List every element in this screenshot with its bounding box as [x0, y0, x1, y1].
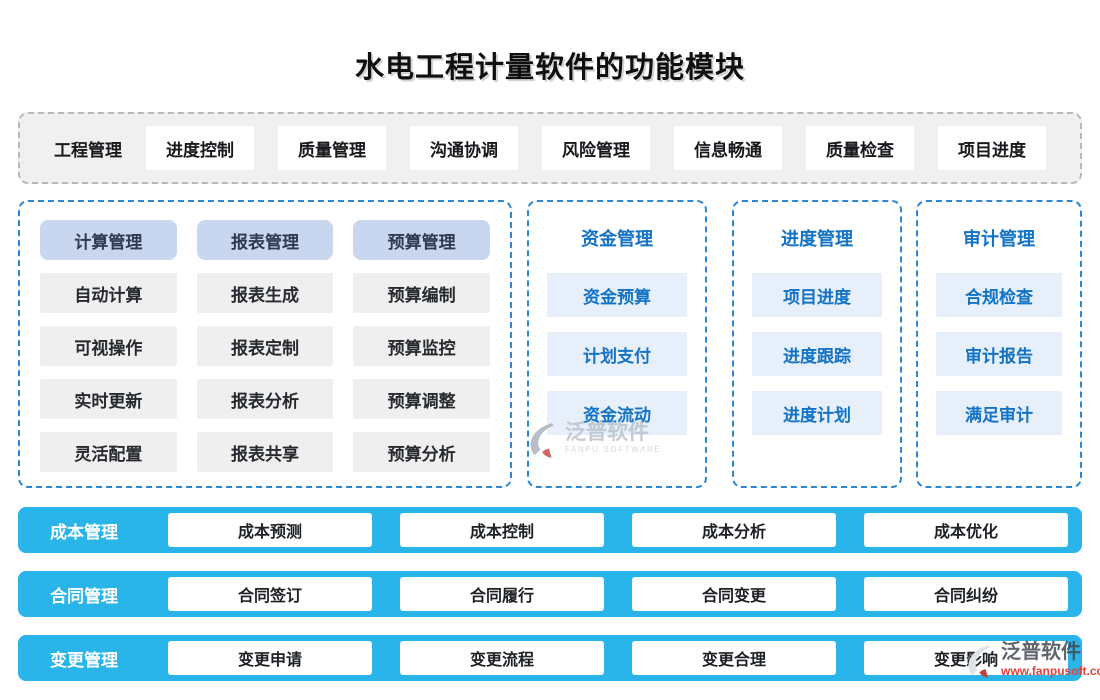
- module-chip-quality-management: 质量管理: [278, 126, 386, 170]
- panel-cell: 资金预算: [547, 273, 687, 317]
- matrix-cell: 报表生成: [196, 273, 334, 313]
- contract-management-row: 合同管理 合同签订 合同履行 合同变更 合同纠纷: [18, 571, 1082, 617]
- matrix-cell: 预算编制: [353, 273, 491, 313]
- panel-cell: 计划支付: [547, 332, 687, 376]
- matrix-cell: 报表分析: [196, 379, 334, 419]
- column-header: 计算管理: [40, 220, 177, 260]
- panel-cell: 合规检查: [936, 273, 1062, 317]
- panel-cell: 进度跟踪: [752, 332, 882, 376]
- diagram-title: 水电工程计量软件的功能模块: [354, 52, 745, 84]
- row-items: 变更申请 变更流程 变更合理 变更影响: [168, 641, 1068, 675]
- row-items: 合同签订 合同履行 合同变更 合同纠纷: [168, 577, 1068, 611]
- matrix-cell: 预算监控: [353, 326, 491, 366]
- change-management-row: 变更管理 变更申请 变更流程 变更合理 变更影响: [18, 635, 1082, 681]
- project-management-group: 工程管理 进度控制 质量管理 沟通协调 风险管理 信息畅通 质量检查 项目进度: [18, 112, 1082, 184]
- matrix-cell: 报表共享: [196, 432, 334, 472]
- panel-header: 资金管理: [581, 229, 653, 249]
- matrix-cell: 灵活配置: [40, 432, 177, 472]
- matrix-cell: 预算分析: [353, 432, 491, 472]
- matrix-panel: 计算管理 自动计算 可视操作 实时更新 灵活配置 报表管理 报表生成 报表定制 …: [18, 200, 512, 488]
- panel-cell: 满足审计: [936, 391, 1062, 435]
- row-cell: 变更影响: [864, 641, 1068, 675]
- audit-management-panel: 审计管理 合规检查 审计报告 满足审计: [916, 200, 1082, 488]
- matrix-cell: 预算调整: [353, 379, 491, 419]
- row-label: 成本管理: [50, 522, 118, 542]
- matrix-column-calculation: 计算管理 自动计算 可视操作 实时更新 灵活配置: [40, 220, 177, 472]
- row-cell: 合同签订: [168, 577, 372, 611]
- row-cell: 变更流程: [400, 641, 604, 675]
- panel-cell: 进度计划: [752, 391, 882, 435]
- group-lead-label: 工程管理: [54, 140, 122, 160]
- matrix-cell: 报表定制: [196, 326, 334, 366]
- matrix-column-report: 报表管理 报表生成 报表定制 报表分析 报表共享: [196, 220, 334, 472]
- row-items: 成本预测 成本控制 成本分析 成本优化: [168, 513, 1068, 547]
- row-cell: 成本分析: [632, 513, 836, 547]
- schedule-management-panel: 进度管理 项目进度 进度跟踪 进度计划: [732, 200, 902, 488]
- module-chip-risk-management: 风险管理: [542, 126, 650, 170]
- row-cell: 成本预测: [168, 513, 372, 547]
- cost-management-row: 成本管理 成本预测 成本控制 成本分析 成本优化: [18, 507, 1082, 553]
- matrix-cell: 自动计算: [40, 273, 177, 313]
- row-cell: 变更申请: [168, 641, 372, 675]
- matrix-cell: 可视操作: [40, 326, 177, 366]
- row-cell: 成本控制: [400, 513, 604, 547]
- panel-cell: 项目进度: [752, 273, 882, 317]
- module-chip-project-progress: 项目进度: [938, 126, 1046, 170]
- row-cell: 合同变更: [632, 577, 836, 611]
- row-cell: 变更合理: [632, 641, 836, 675]
- module-chip-quality-inspection: 质量检查: [806, 126, 914, 170]
- module-chip-information-flow: 信息畅通: [674, 126, 782, 170]
- row-label: 合同管理: [50, 586, 118, 606]
- module-chip-progress-control: 进度控制: [146, 126, 254, 170]
- matrix-column-budget: 预算管理 预算编制 预算监控 预算调整 预算分析: [353, 220, 491, 472]
- row-cell: 合同履行: [400, 577, 604, 611]
- column-header: 预算管理: [353, 220, 491, 260]
- row-cell: 成本优化: [864, 513, 1068, 547]
- panel-header: 审计管理: [963, 229, 1035, 249]
- module-chip-communication: 沟通协调: [410, 126, 518, 170]
- fund-management-panel: 资金管理 资金预算 计划支付 资金流动: [527, 200, 707, 488]
- matrix-cell: 实时更新: [40, 379, 177, 419]
- row-label: 变更管理: [50, 650, 118, 670]
- row-cell: 合同纠纷: [864, 577, 1068, 611]
- panel-header: 进度管理: [781, 229, 853, 249]
- panel-cell: 审计报告: [936, 332, 1062, 376]
- column-header: 报表管理: [196, 220, 334, 260]
- panel-cell: 资金流动: [547, 391, 687, 435]
